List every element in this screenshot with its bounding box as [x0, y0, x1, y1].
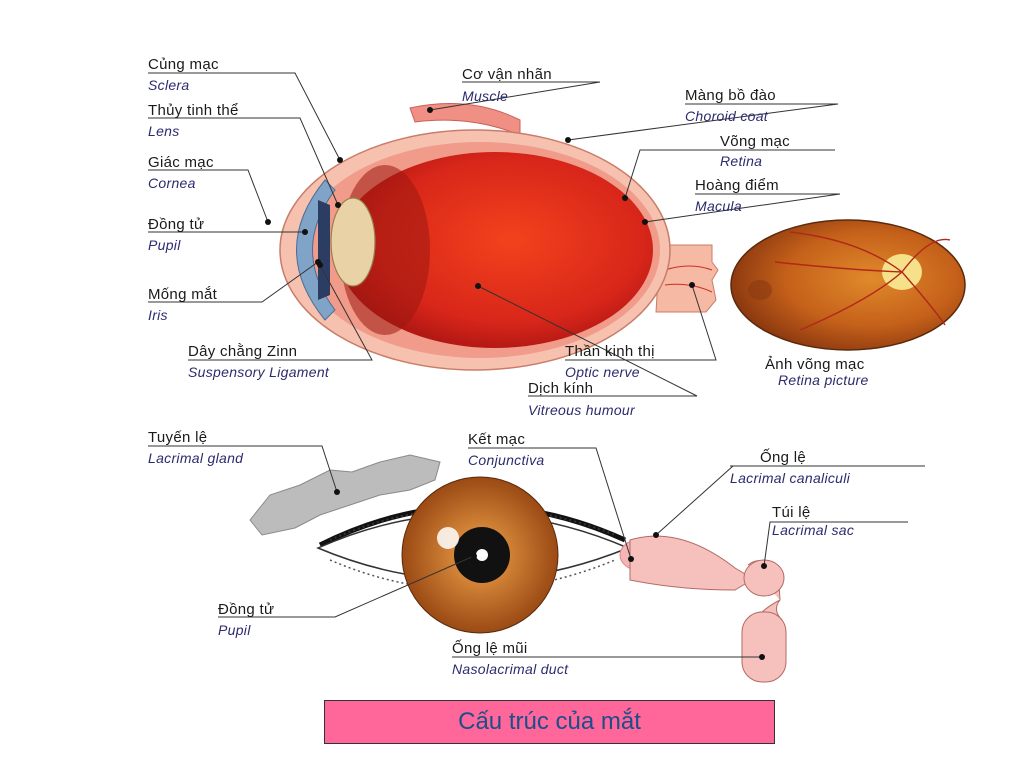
- label-lacrimal-sac-vi: Túi lệ: [772, 504, 811, 521]
- label-pupil-bottom-vi: Đồng tử: [218, 601, 275, 618]
- label-sclera-vi: Củng mạc: [148, 56, 219, 73]
- label-sclera-en: Sclera: [148, 77, 190, 93]
- label-muscle-en: Muscle: [462, 88, 509, 104]
- label-macula-vi: Hoàng điểm: [695, 177, 779, 194]
- label-retina-vi: Võng mạc: [720, 133, 790, 150]
- lacrimal-canaliculi-shape: [629, 535, 746, 591]
- label-canaliculi-vi: Ống lệ: [760, 449, 806, 466]
- label-pupil-bottom-en: Pupil: [218, 622, 251, 638]
- label-zinn-en: Suspensory Ligament: [188, 364, 330, 380]
- leader-dots-top: [265, 107, 695, 289]
- label-zinn-vi: Dây chằng Zinn: [188, 343, 298, 360]
- leader-dots-bottom: [334, 489, 767, 660]
- lens-shape: [330, 197, 376, 287]
- label-retina-picture-vi: Ảnh võng mạc: [765, 356, 865, 373]
- label-vitreous-vi: Dịch kính: [528, 380, 594, 397]
- label-retina-en: Retina: [720, 153, 763, 169]
- label-retina-picture-en: Retina picture: [778, 372, 869, 388]
- label-cornea-vi: Giác mạc: [148, 154, 214, 171]
- leader-lines-top: [148, 72, 841, 397]
- optic-nerve-stalk: [655, 244, 719, 313]
- label-iris-vi: Mống mắt: [148, 286, 218, 303]
- label-lacrimal-gland-en: Lacrimal gland: [148, 450, 244, 466]
- label-pupil-top-en: Pupil: [148, 237, 181, 253]
- label-conjunctiva-en: Conjunctiva: [468, 452, 545, 468]
- label-cornea-en: Cornea: [148, 175, 196, 191]
- label-conjunctiva-vi: Kết mạc: [468, 431, 526, 448]
- label-pupil-top-vi: Đồng tử: [148, 216, 205, 233]
- nasolacrimal-duct-shape: [741, 611, 787, 683]
- iris-shape: [318, 200, 330, 300]
- label-lacrimal-sac-en: Lacrimal sac: [772, 522, 855, 538]
- page-title: Cấu trúc của mắt: [458, 708, 641, 735]
- label-lens-en: Lens: [148, 123, 180, 139]
- label-choroid-en: Choroid coat: [685, 108, 768, 124]
- label-canaliculi-en: Lacrimal canaliculi: [730, 470, 851, 486]
- label-iris-en: Iris: [148, 307, 168, 323]
- label-optic-nerve-en: Optic nerve: [565, 364, 640, 380]
- title-banner: Cấu trúc của mắt: [324, 700, 775, 744]
- label-vitreous-en: Vitreous humour: [528, 402, 635, 418]
- eyeball-cross-section: [279, 103, 719, 371]
- label-nasolacrimal-en: Nasolacrimal duct: [452, 661, 569, 677]
- leader-lines-bottom: [148, 445, 925, 658]
- retina-picture: [730, 219, 966, 351]
- lacrimal-gland-shape: [249, 454, 441, 536]
- cornea-shape: [296, 179, 336, 321]
- label-muscle-vi: Cơ vận nhãn: [462, 66, 552, 83]
- label-choroid-vi: Màng bồ đào: [685, 87, 776, 104]
- label-nasolacrimal-vi: Ống lệ mũi: [452, 640, 528, 657]
- label-optic-nerve-vi: Thần kinh thị: [565, 343, 655, 360]
- external-eye: [249, 454, 787, 683]
- label-lens-vi: Thủy tinh thể: [148, 102, 239, 119]
- label-lacrimal-gland-vi: Tuyến lệ: [148, 429, 208, 446]
- label-macula-en: Macula: [695, 198, 742, 214]
